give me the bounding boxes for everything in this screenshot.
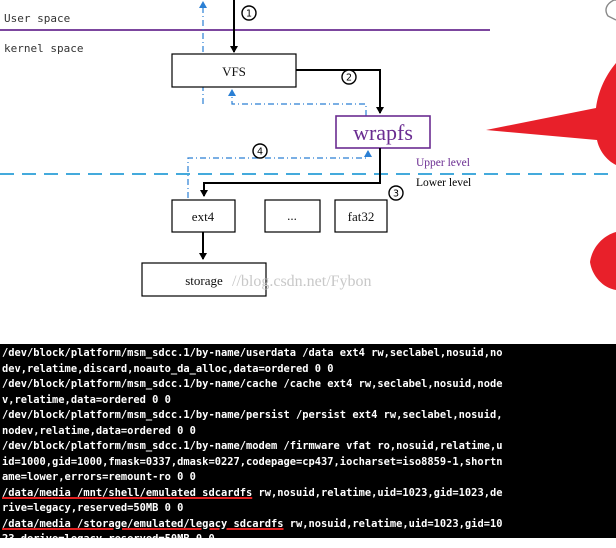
- red-blob-shape: [590, 232, 616, 290]
- svg-text:4: 4: [257, 147, 263, 158]
- fs-layer-diagram: User space kernel space 1 VFS 2 wrapfs 4…: [0, 0, 616, 297]
- ellipsis-label: ...: [287, 208, 297, 223]
- kernel-space-label: kernel space: [4, 42, 83, 55]
- ext4-box: [171, 199, 236, 233]
- fat32-box: [334, 199, 388, 233]
- vfs-label: VFS: [222, 64, 246, 79]
- step-4-marker: 4: [252, 143, 268, 159]
- console-line: /dev/block/platform/msm_sdcc.1/by-name/m…: [2, 440, 503, 452]
- wrapfs-box: [335, 115, 431, 149]
- console-line: nodev,relatime,data=ordered 0 0: [2, 424, 196, 437]
- svg-text:1: 1: [246, 9, 252, 20]
- console-line: id=1000,gid=1000,fmask=0337,dmask=0227,c…: [2, 455, 503, 468]
- user-space-label: User space: [4, 12, 70, 25]
- console-line: 23,derive=legacy,reserved=50MB 0 0: [2, 533, 215, 545]
- step-3-marker: 3: [388, 185, 404, 201]
- console-line: /dev/block/platform/msm_sdcc.1/by-name/c…: [2, 378, 503, 390]
- step-2-marker: 2: [341, 69, 357, 85]
- console-line-rest: rw,nosuid,relatime,uid=1023,gid=1023,de: [252, 486, 503, 499]
- arrow-wrapfs-to-lowerfs: [200, 148, 381, 197]
- underlined-mount-path: /data/media /mnt/shell/emulated sdcardfs: [2, 486, 253, 499]
- upper-level-label: Upper level: [416, 157, 470, 169]
- console-line: ame=lower,errors=remount-ro 0 0: [2, 471, 196, 483]
- lower-level-label: Lower level: [416, 177, 471, 189]
- storage-label: storage: [185, 273, 223, 288]
- red-callout-shape: [486, 63, 616, 165]
- console-line: v,relatime,data=ordered 0 0: [2, 393, 171, 406]
- ellipsis-box: [264, 199, 321, 233]
- console-line: /data/media /storage/emulated/legacy sdc…: [2, 517, 616, 533]
- wrapfs-label: wrapfs: [353, 120, 413, 145]
- console-line: /dev/block/platform/msm_sdcc.1/by-name/p…: [2, 409, 503, 421]
- fat32-label: fat32: [348, 209, 375, 224]
- console-line: /dev/block/platform/msm_sdcc.1/by-name/u…: [2, 347, 503, 359]
- vfs-box: [171, 53, 297, 88]
- arrow-vfs-to-wrapfs: [296, 69, 384, 114]
- watermark: //blog.csdn.net/Fybon: [232, 273, 372, 290]
- underlined-mount-path: /data/media /storage/emulated/legacy sdc…: [2, 517, 284, 530]
- step-1-marker: 1: [241, 5, 257, 21]
- console-line: rive=legacy,reserved=50MB 0 0: [2, 502, 184, 514]
- top-right-corner-icon: [605, 0, 616, 21]
- ext4-label: ext4: [192, 209, 215, 224]
- svg-text:2: 2: [346, 73, 352, 84]
- console-line: /data/media /mnt/shell/emulated sdcardfs…: [2, 486, 616, 502]
- storage-box: [141, 262, 267, 297]
- svg-text:3: 3: [393, 189, 399, 200]
- console-line-rest: rw,nosuid,relatime,uid=1023,gid=10: [283, 517, 503, 530]
- return-arrow-lower-to-wrapfs: [187, 150, 372, 198]
- mount-output-console: /dev/block/platform/msm_sdcc.1/by-name/u…: [0, 344, 616, 545]
- return-arrow-wrapfs-to-vfs: [228, 89, 367, 116]
- console-line: dev,relatime,discard,noauto_da_alloc,dat…: [2, 362, 334, 375]
